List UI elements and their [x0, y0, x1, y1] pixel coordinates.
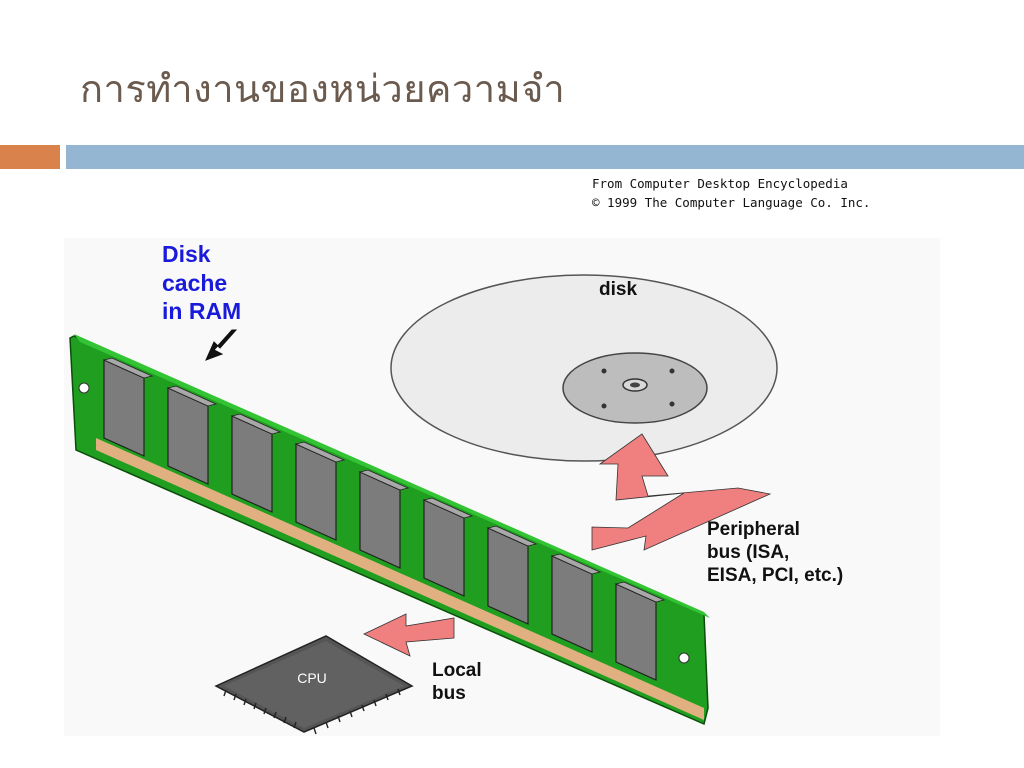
- peripheral-bus-arrow-shape: [591, 433, 772, 551]
- disk-screw: [669, 368, 675, 374]
- accent-bar-orange: [0, 145, 60, 169]
- ram-module: [69, 334, 710, 726]
- cpu-pins: [223, 688, 401, 735]
- diagram-canvas: CPU Disk cache in RAM disk Peripheral bu…: [64, 238, 940, 736]
- ram-contacts: [96, 438, 704, 720]
- credit-text: From Computer Desktop Encyclopedia © 199…: [592, 174, 870, 212]
- credit-line-1: From Computer Desktop Encyclopedia: [592, 176, 848, 191]
- label-peripheral-bus-line-1: Peripheral: [707, 519, 800, 540]
- disk-screw: [601, 403, 607, 409]
- label-local-bus-line-1: Local: [432, 660, 482, 681]
- slide-title: การทำงานของหน่วยความจำ: [80, 67, 566, 111]
- ram-mount-hole: [78, 382, 90, 394]
- credit-line-2: © 1999 The Computer Language Co. Inc.: [592, 195, 871, 210]
- label-disk-cache-line-3: in RAM: [162, 298, 241, 324]
- label-disk-cache-line-2: cache: [162, 270, 227, 296]
- label-disk: disk: [599, 279, 637, 300]
- local-bus-arrow: [363, 613, 455, 657]
- ram-pcb-edge: [74, 334, 710, 618]
- label-local-bus-line-2: bus: [432, 683, 466, 704]
- disk-spindle-hole: [630, 382, 640, 388]
- diagram-labels: Disk cache in RAM disk Peripheral bus (I…: [162, 241, 843, 704]
- ram-mount-hole: [678, 652, 690, 664]
- ram-chip-tops: [102, 357, 666, 603]
- disk-screw: [601, 368, 607, 374]
- disk-platter: [390, 274, 778, 462]
- memory-diagram: CPU Disk cache in RAM disk Peripheral bu…: [64, 238, 940, 736]
- cpu-chip: CPU: [214, 635, 414, 735]
- cpu-label: CPU: [297, 670, 327, 686]
- disk-screw: [669, 401, 675, 407]
- ram-chips: [103, 359, 657, 681]
- label-peripheral-bus-line-3: EISA, PCI, etc.): [707, 565, 843, 586]
- label-disk-cache-line-1: Disk: [162, 241, 211, 267]
- disk-cache-pointer-arrow: [205, 329, 238, 361]
- label-peripheral-bus-line-2: bus (ISA,: [707, 542, 789, 563]
- accent-bar-blue: [66, 145, 1024, 169]
